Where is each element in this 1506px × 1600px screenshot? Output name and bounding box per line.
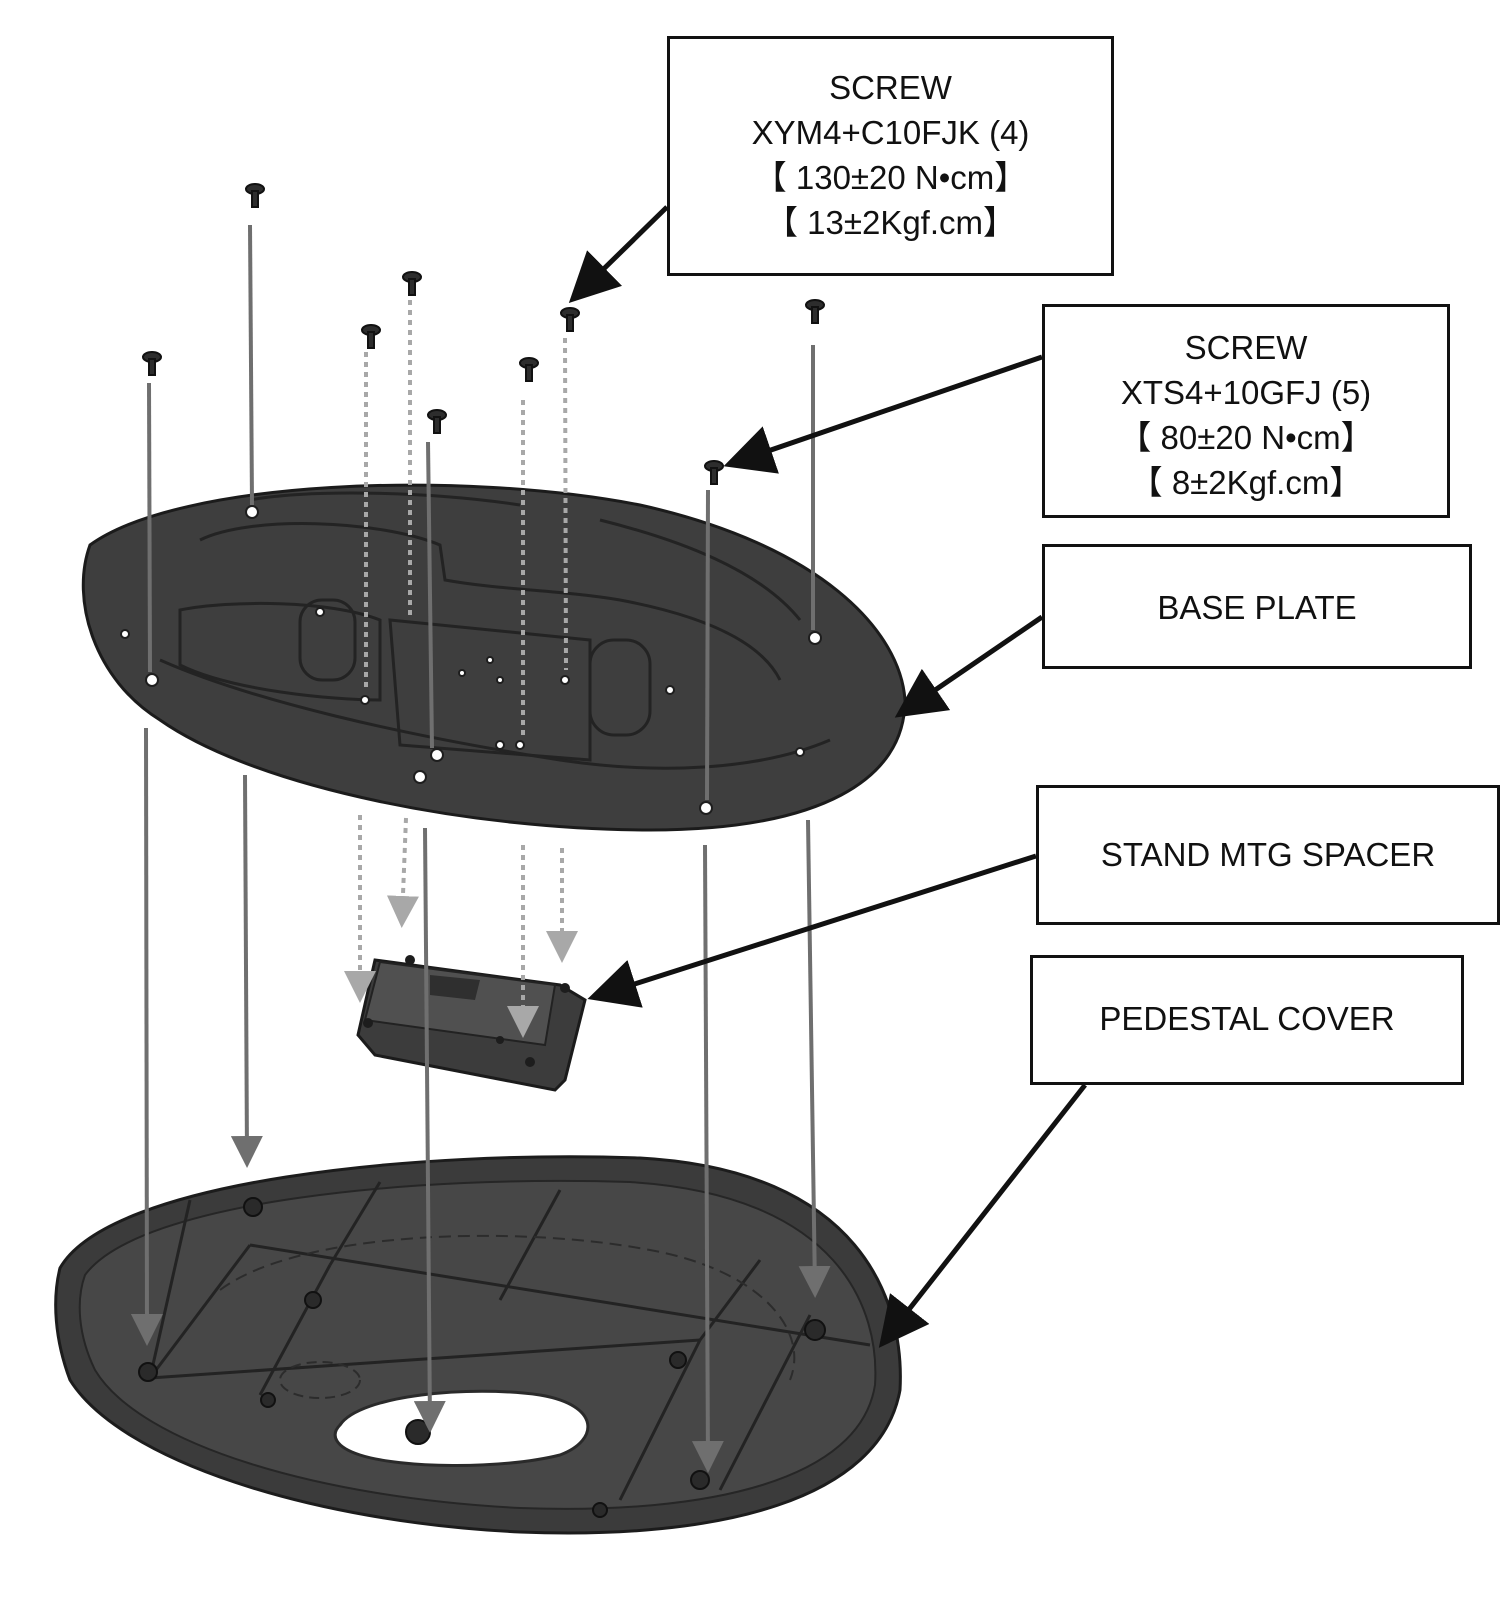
screws bbox=[142, 183, 825, 485]
leader-stand-mtg-spacer bbox=[587, 853, 1037, 1008]
stand-mtg-spacer-label: STAND MTG SPACER bbox=[1100, 836, 1436, 873]
guide-lines-arrowed bbox=[130, 727, 831, 1473]
screw-short-title: SCREW bbox=[1184, 329, 1308, 366]
screw-icon bbox=[245, 183, 265, 208]
guide-lines-dotted bbox=[344, 300, 578, 1038]
base-plate-callout: BASE PLATE bbox=[1042, 544, 1472, 669]
pedestal-cover bbox=[54, 1155, 902, 1535]
base-plate bbox=[81, 483, 907, 832]
leader-base-plate bbox=[894, 614, 1044, 718]
screw-icon bbox=[805, 299, 825, 324]
pedestal-cover-label: PEDESTAL COVER bbox=[1099, 1000, 1395, 1037]
screw-long-part-number: XYM4+C10FJK (4) bbox=[751, 114, 1030, 151]
screw-long-callout: SCREW XYM4+C10FJK (4) 【 130±20 N•cm】 【 1… bbox=[667, 36, 1114, 276]
leader-screw-long bbox=[568, 205, 669, 303]
screw-long-torque-ncm: 【 130±20 N•cm】 bbox=[753, 159, 1028, 196]
guide-lines-solid bbox=[147, 224, 815, 801]
stand-mtg-spacer-callout: STAND MTG SPACER bbox=[1036, 785, 1500, 925]
screw-icon bbox=[142, 351, 162, 376]
pedestal-cover-callout: PEDESTAL COVER bbox=[1030, 955, 1464, 1085]
screw-icon bbox=[361, 324, 381, 349]
screw-short-torque-ncm: 【 80±20 N•cm】 bbox=[1118, 419, 1374, 456]
screw-icon bbox=[560, 307, 580, 332]
screw-short-callout: SCREW XTS4+10GFJ (5) 【 80±20 N•cm】 【 8±2… bbox=[1042, 304, 1450, 518]
screw-short-part-number: XTS4+10GFJ (5) bbox=[1120, 374, 1372, 411]
base-plate-label: BASE PLATE bbox=[1157, 589, 1357, 626]
leader-pedestal-cover bbox=[878, 1083, 1087, 1348]
leader-arrows bbox=[568, 205, 1087, 1348]
screw-long-torque-kgf: 【 13±2Kgf.cm】 bbox=[764, 204, 1017, 241]
screw-long-title: SCREW bbox=[829, 69, 952, 106]
stand-mtg-spacer bbox=[356, 955, 587, 1092]
screw-icon bbox=[402, 271, 422, 296]
screw-icon bbox=[519, 357, 539, 382]
screw-icon bbox=[427, 409, 447, 434]
leader-screw-short bbox=[723, 354, 1043, 474]
screw-short-torque-kgf: 【 8±2Kgf.cm】 bbox=[1129, 464, 1363, 501]
screw-icon bbox=[704, 460, 724, 485]
